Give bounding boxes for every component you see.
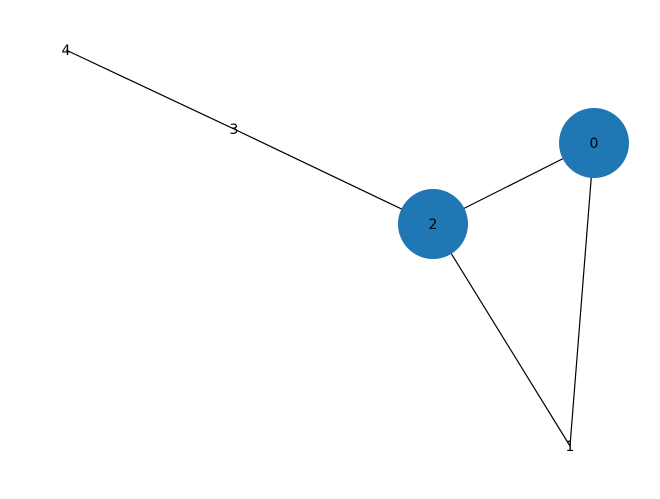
edges-layer (65, 49, 595, 447)
edge-2-1 (432, 223, 571, 447)
edge-3-4 (65, 49, 235, 130)
nodes-layer (398, 108, 629, 259)
node-2 (398, 189, 468, 259)
edge-2-3 (233, 128, 434, 225)
node-label-0: 0 (590, 136, 599, 152)
node-label-3: 3 (230, 122, 239, 138)
node-label-2: 2 (429, 217, 438, 233)
node-label-4: 4 (62, 43, 71, 59)
labels-layer: 0 1 2 3 4 (62, 43, 599, 455)
edge-0-1 (569, 142, 595, 447)
node-0 (559, 108, 629, 178)
node-label-1: 1 (566, 439, 575, 455)
